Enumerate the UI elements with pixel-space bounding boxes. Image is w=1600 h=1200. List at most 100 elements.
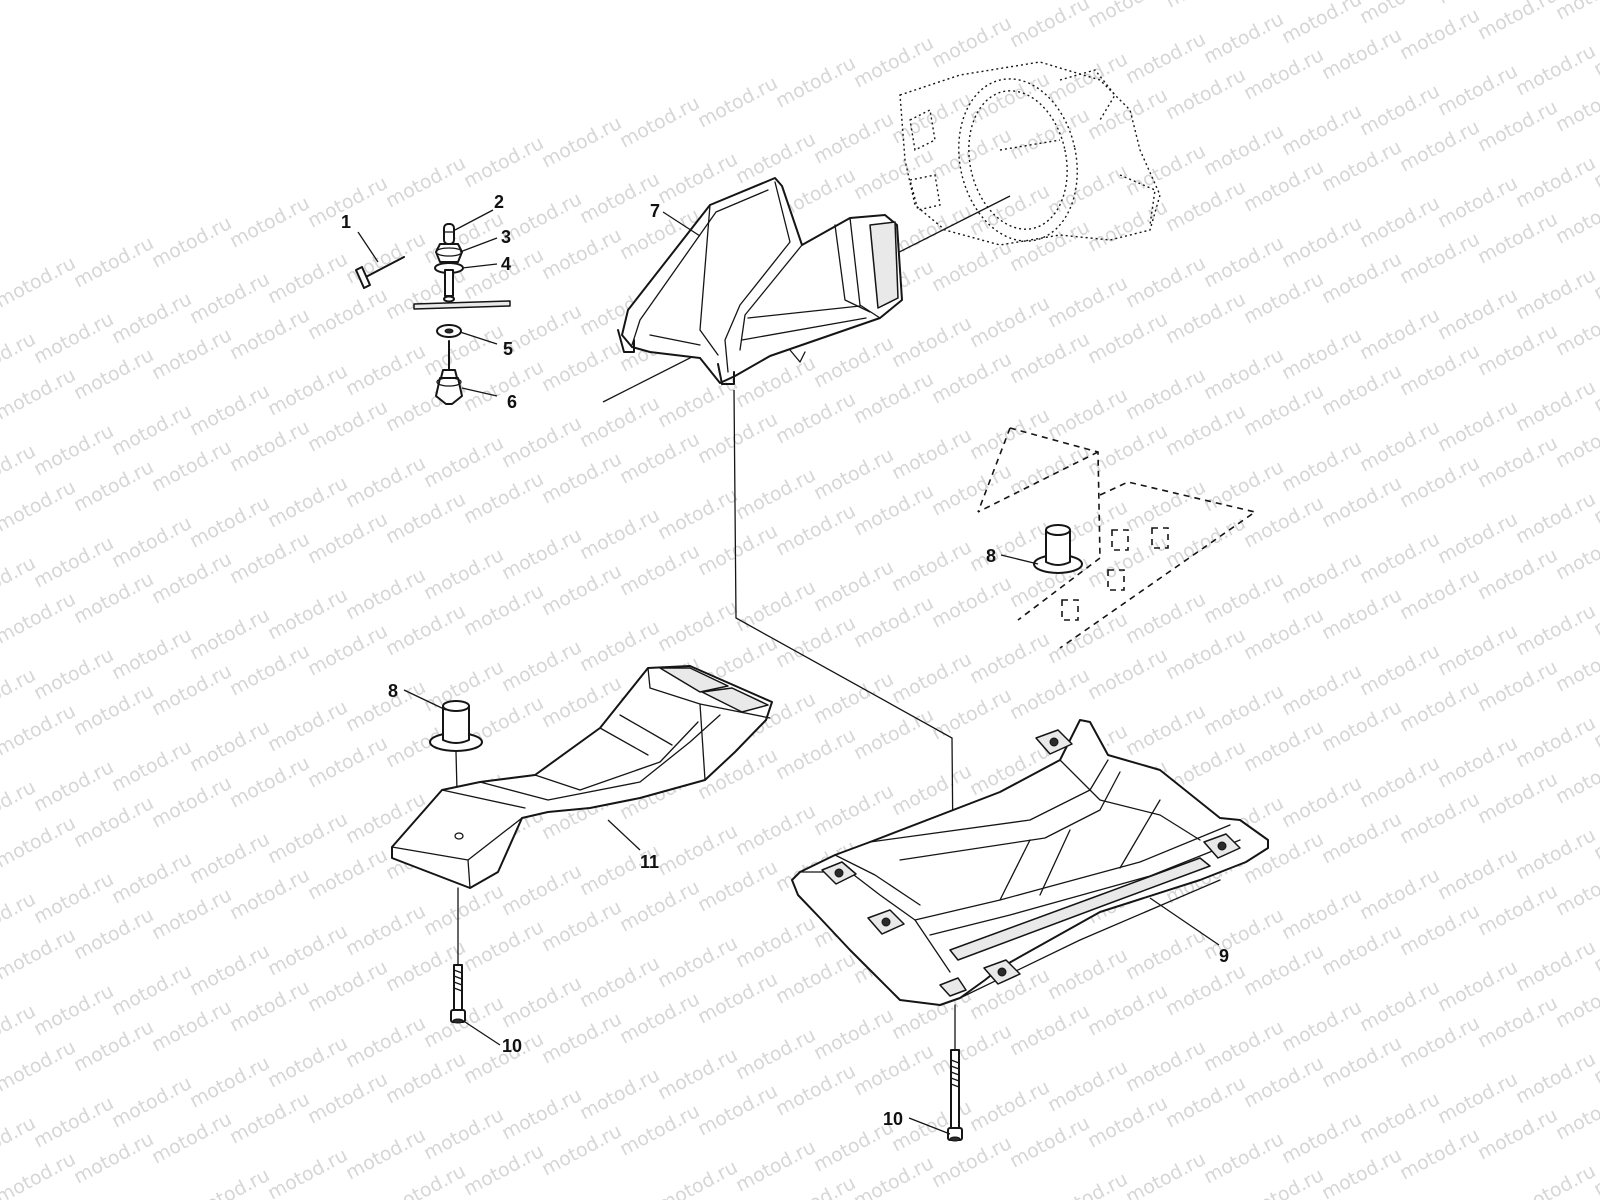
watermark-text: motod.ru: [1200, 344, 1287, 404]
watermark-text: motod.ru: [1552, 412, 1600, 472]
watermark-text: motod.ru: [1318, 248, 1405, 308]
watermark-text: motod.ru: [1396, 340, 1483, 400]
watermark-text: motod.ru: [966, 292, 1053, 352]
watermark-text: motod.ru: [1278, 884, 1365, 944]
watermark-text: motod.ru: [966, 628, 1053, 688]
watermark-text: motod.ru: [538, 224, 625, 284]
watermark-text: motod.ru: [498, 636, 585, 696]
watermark-text: motod.ru: [0, 664, 39, 724]
watermark-text: motod.ru: [1434, 844, 1521, 904]
watermark-text: motod.ru: [538, 1008, 625, 1068]
watermark-text: motod.ru: [1200, 680, 1287, 740]
watermark-text: motod.ru: [616, 540, 703, 600]
watermark-text: motod.ru: [226, 416, 313, 476]
watermark-text: motod.ru: [1434, 956, 1521, 1016]
watermark-text: motod.ru: [1044, 608, 1131, 668]
part-5-washer: [436, 324, 462, 338]
watermark-text: motod.ru: [498, 860, 585, 920]
callout-8-upper: 8: [986, 546, 996, 566]
callout-9: 9: [1219, 946, 1229, 966]
watermark-text: motod.ru: [30, 756, 117, 816]
watermark-text: motod.ru: [342, 340, 429, 400]
watermark-text: motod.ru: [1434, 620, 1521, 680]
watermark-text: motod.ru: [616, 876, 703, 936]
watermark-text: motod.ru: [304, 1068, 391, 1128]
watermark-text: motod.ru: [1278, 772, 1365, 832]
watermark-text: motod.ru: [186, 492, 273, 552]
watermark-text: motod.ru: [772, 1172, 859, 1200]
watermark-text: motod.ru: [810, 668, 897, 728]
watermark-text: motod.ru: [0, 1036, 79, 1096]
watermark-text: motod.ru: [1318, 1144, 1405, 1200]
watermark-text: motod.ru: [1162, 64, 1249, 124]
watermark-text: motod.ru: [1474, 320, 1561, 380]
watermark-text: motod.ru: [0, 924, 79, 984]
watermark-text: motod.ru: [772, 1060, 859, 1120]
watermark-text: motod.ru: [0, 888, 39, 948]
watermark-text: motod.ru: [0, 440, 39, 500]
watermark-text: motod.ru: [810, 444, 897, 504]
watermark-text: motod.ru: [1396, 788, 1483, 848]
watermark-text: motod.ru: [1318, 472, 1405, 532]
watermark-text: motod.ru: [186, 828, 273, 888]
callout-5: 5: [503, 339, 513, 359]
watermark-text: motod.ru: [1318, 696, 1405, 756]
watermark-text: motod.ru: [1240, 380, 1327, 440]
watermark-text: motod.ru: [616, 428, 703, 488]
watermark-text: motod.ru: [1396, 116, 1483, 176]
watermark-text: motod.ru: [0, 776, 39, 836]
watermark-text: motod.ru: [148, 548, 235, 608]
part-2-stud: [443, 223, 455, 245]
watermark-text: motod.ru: [1552, 300, 1600, 360]
watermark-text: motod.ru: [772, 388, 859, 448]
watermark-text: motod.ru: [1006, 1112, 1093, 1172]
watermark-text: motod.ru: [264, 920, 351, 980]
watermark-text: motod.ru: [1162, 288, 1249, 348]
watermark-text: motod.ru: [1240, 156, 1327, 216]
watermark-text: motod.ru: [148, 660, 235, 720]
watermark-text: motod.ru: [420, 208, 507, 268]
callout-2: 2: [494, 192, 504, 212]
watermark-text: motod.ru: [732, 912, 819, 972]
watermark-text: motod.ru: [1396, 4, 1483, 64]
watermark-text: motod.ru: [1512, 824, 1599, 884]
watermark-text: motod.ru: [226, 976, 313, 1036]
watermark-text: motod.ru: [0, 328, 39, 388]
watermark-text: motod.ru: [108, 736, 195, 796]
callout-leaders: [357, 209, 1220, 1135]
skid-plate-mounting-bosses: [821, 729, 1241, 997]
callout-8-lower: 8: [388, 681, 398, 701]
watermark-text: motod.ru: [538, 448, 625, 508]
watermark-text: motod.ru: [1396, 452, 1483, 512]
watermark-text: motod.ru: [70, 680, 157, 740]
watermark-text: motod.ru: [1122, 1148, 1209, 1200]
watermark-text: motod.ru: [694, 72, 781, 132]
watermark-text: motod.ru: [1122, 700, 1209, 760]
watermark-text: motod.ru: [1512, 1160, 1599, 1200]
watermark-text: motod.ru: [0, 364, 79, 424]
watermark-text: motod.ru: [1318, 24, 1405, 84]
watermark-text: motod.ru: [30, 1092, 117, 1152]
part-11-bracket: [391, 665, 773, 889]
callout-4: 4: [501, 254, 511, 274]
watermark-text: motod.ru: [304, 620, 391, 680]
watermark-text: motod.ru: [1006, 1000, 1093, 1060]
watermark-text: motod.ru: [420, 432, 507, 492]
watermark-text: motod.ru: [186, 1164, 273, 1200]
watermark-text: motod.ru: [460, 132, 547, 192]
watermark-text: motod.ru: [1396, 1012, 1483, 1072]
watermark-text: motod.ru: [0, 552, 39, 612]
watermark-text: motod.ru: [1512, 936, 1599, 996]
watermark-text: motod.ru: [1200, 568, 1287, 628]
watermark-text: motod.ru: [1474, 0, 1561, 44]
watermark-text: motod.ru: [264, 248, 351, 308]
watermark-text: motod.ru: [538, 112, 625, 172]
watermark-text: motod.ru: [732, 576, 819, 636]
watermark-text: motod.ru: [928, 12, 1015, 72]
watermark-text: motod.ru: [732, 1136, 819, 1196]
watermark-text: motod.ru: [1474, 432, 1561, 492]
watermark-text: motod.ru: [616, 1100, 703, 1160]
watermark-text: motod.ru: [0, 588, 79, 648]
watermark-text: motod.ru: [1162, 176, 1249, 236]
